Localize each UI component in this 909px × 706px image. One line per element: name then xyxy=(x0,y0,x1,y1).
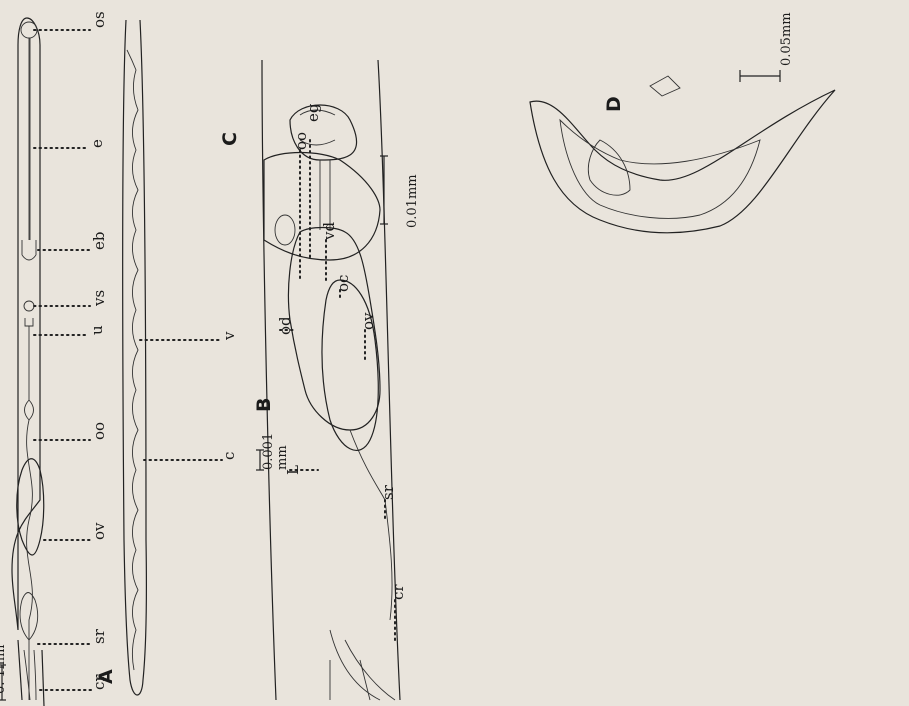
label-a-e: e xyxy=(88,139,106,148)
panel-b-letter: B xyxy=(253,398,275,412)
label-a-ov: ov xyxy=(90,522,108,540)
scale-label-c: 0.01mm xyxy=(405,174,420,228)
label-male-v: v xyxy=(220,331,238,341)
label-a-os: os xyxy=(90,11,108,28)
scale-label-b-unit: mm xyxy=(275,445,290,470)
label-b-ov: ov xyxy=(359,312,377,330)
panel-c-letter: C xyxy=(219,132,241,146)
label-a-oo: oo xyxy=(90,422,108,440)
label-b-oc: oc xyxy=(334,275,352,292)
scale-label-a: 0. 1mm xyxy=(0,645,8,694)
label-b-vd: vd xyxy=(320,222,338,241)
label-a-vs: vs xyxy=(90,290,108,307)
label-a-cr: cr xyxy=(90,674,108,690)
label-a-sr: sr xyxy=(90,628,108,644)
scale-label-b-value: 0.001 xyxy=(261,433,276,470)
label-b-cr: cr xyxy=(389,584,407,600)
label-a-eb: eb xyxy=(90,232,108,250)
label-b-sr: sr xyxy=(379,484,397,500)
label-b-od: od xyxy=(276,316,294,335)
label-b-eg: eg xyxy=(304,103,322,122)
label-b-oo: oo xyxy=(292,132,310,150)
panel-d-letter: D xyxy=(603,96,625,112)
scale-label-d: 0.05mm xyxy=(779,12,794,66)
label-a-u: u xyxy=(88,325,106,335)
label-male-c: c xyxy=(220,452,238,460)
scale-bar-a: 0. 1mm xyxy=(0,645,8,700)
